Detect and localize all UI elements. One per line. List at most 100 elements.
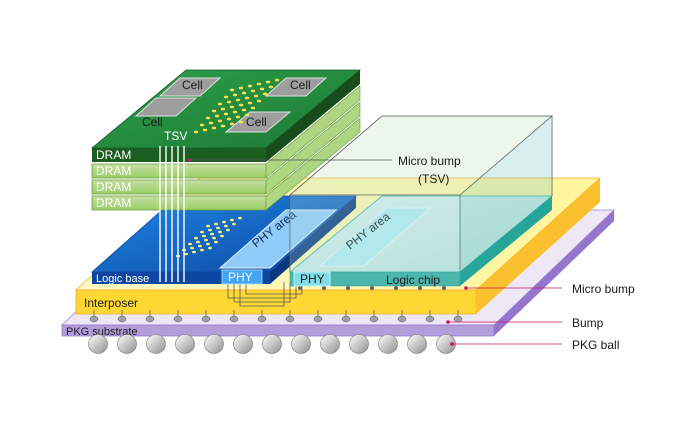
dram-layer-label: DRAM xyxy=(96,180,131,194)
dram-dot xyxy=(223,112,229,116)
dram-dot xyxy=(235,98,241,102)
dram-dot xyxy=(211,126,217,130)
dram-stack: DRAM DRAM DRAM xyxy=(91,85,361,211)
cell-label-4: Cell xyxy=(246,115,267,129)
micro-bump xyxy=(370,286,374,290)
logic-chip-label: Logic chip xyxy=(386,273,440,287)
callouts: Micro bump (TSV) Micro bump Bump PKG bal… xyxy=(188,154,635,352)
dram-dot xyxy=(238,86,244,90)
pkg-ball xyxy=(320,334,340,354)
dram-dot xyxy=(247,84,253,88)
callout-micro-bump-tsv-1: Micro bump xyxy=(398,154,461,168)
pkg-ball xyxy=(407,334,427,354)
dram-layer: DRAM xyxy=(91,101,361,195)
pkg-ball xyxy=(117,334,137,354)
dram-dot xyxy=(229,105,235,109)
dram-layer: DRAM xyxy=(91,85,361,179)
dram-dot xyxy=(226,117,232,121)
dram-dot xyxy=(262,92,268,96)
bump xyxy=(285,310,295,323)
bump xyxy=(89,310,99,323)
dram-dot xyxy=(244,96,250,100)
bump xyxy=(425,310,435,323)
dram-dot xyxy=(208,121,214,125)
bump xyxy=(341,310,351,323)
dram-dot xyxy=(220,124,226,128)
pkg-ball xyxy=(378,334,398,354)
dram-dot xyxy=(256,82,262,86)
dram-cell: Cell xyxy=(158,77,222,97)
pkg-ball xyxy=(175,334,195,354)
dram-dot xyxy=(232,93,238,97)
micro-bump xyxy=(322,286,326,290)
base-dot xyxy=(200,230,204,234)
dram-cell: Cell xyxy=(134,97,198,129)
logic-chip-outline xyxy=(288,115,554,272)
base-dot xyxy=(192,250,196,254)
logic-chip: PHY area PHY Logic chip xyxy=(288,195,554,287)
bumps xyxy=(89,286,463,323)
bump xyxy=(369,310,379,323)
interposer-traces xyxy=(227,282,303,307)
base-dot xyxy=(200,248,204,252)
callout-bump: Bump xyxy=(572,316,604,330)
pkg-ball xyxy=(291,334,311,354)
micro-bump xyxy=(394,286,398,290)
bump xyxy=(257,310,267,323)
base-dot xyxy=(206,224,210,228)
dram-dot xyxy=(217,119,223,123)
pkg-substrate-label: PKG substrate xyxy=(66,326,138,338)
dram-dot xyxy=(229,122,235,126)
dram-dot xyxy=(250,89,256,93)
base-dot xyxy=(208,246,212,250)
pkg-ball xyxy=(146,334,166,354)
base-dot xyxy=(188,242,192,246)
base-dot xyxy=(224,224,228,228)
bump xyxy=(229,310,239,323)
base-dot xyxy=(198,244,202,248)
base-dot xyxy=(184,252,188,256)
dram-dot-pattern xyxy=(193,78,280,134)
pkg-ball xyxy=(233,334,253,354)
micro-bump xyxy=(298,286,302,290)
callout-micro-bump-tsv-2: (TSV) xyxy=(418,172,449,186)
dram-dot xyxy=(256,99,262,103)
base-dot xyxy=(194,236,198,240)
base-dot xyxy=(190,246,194,250)
base-dot xyxy=(226,228,230,232)
phy-base-label: PHY xyxy=(228,270,253,284)
pkg-ball xyxy=(349,334,369,354)
base-dot xyxy=(208,228,212,232)
base-dot xyxy=(238,216,242,220)
base-dot xyxy=(210,232,214,236)
base-dot xyxy=(196,240,200,244)
dram-dot xyxy=(226,100,232,104)
micro-bump xyxy=(418,286,422,290)
dram-dot xyxy=(250,106,256,110)
base-dot-pattern xyxy=(176,216,242,258)
dram-layer-label: DRAM xyxy=(96,196,131,210)
bump xyxy=(201,310,211,323)
dram-dot xyxy=(232,110,238,114)
tsv-label: TSV xyxy=(164,129,187,143)
dram-dot xyxy=(235,115,241,119)
base-dot xyxy=(230,218,234,222)
base-dot xyxy=(232,222,236,226)
pkg-ball xyxy=(88,334,108,354)
base-dot xyxy=(214,222,218,226)
dram-layer: DRAM xyxy=(91,117,361,211)
dram-top-die: DRAM Cell Cell Cell Cell TSV xyxy=(90,69,362,162)
dram-layer-label: DRAM xyxy=(96,164,131,178)
dram-dot xyxy=(211,109,217,113)
dram-dot xyxy=(229,88,235,92)
dram-dot xyxy=(205,116,211,120)
callout-pkg-ball: PKG ball xyxy=(572,338,619,352)
logic-base-label: Logic base xyxy=(96,273,149,285)
base-dot xyxy=(206,242,210,246)
dram-cell: Cell xyxy=(224,111,292,133)
dram-dot xyxy=(244,113,250,117)
base-dot xyxy=(204,238,208,242)
micro-bump xyxy=(442,286,446,290)
interposer-label: Interposer xyxy=(84,296,138,310)
